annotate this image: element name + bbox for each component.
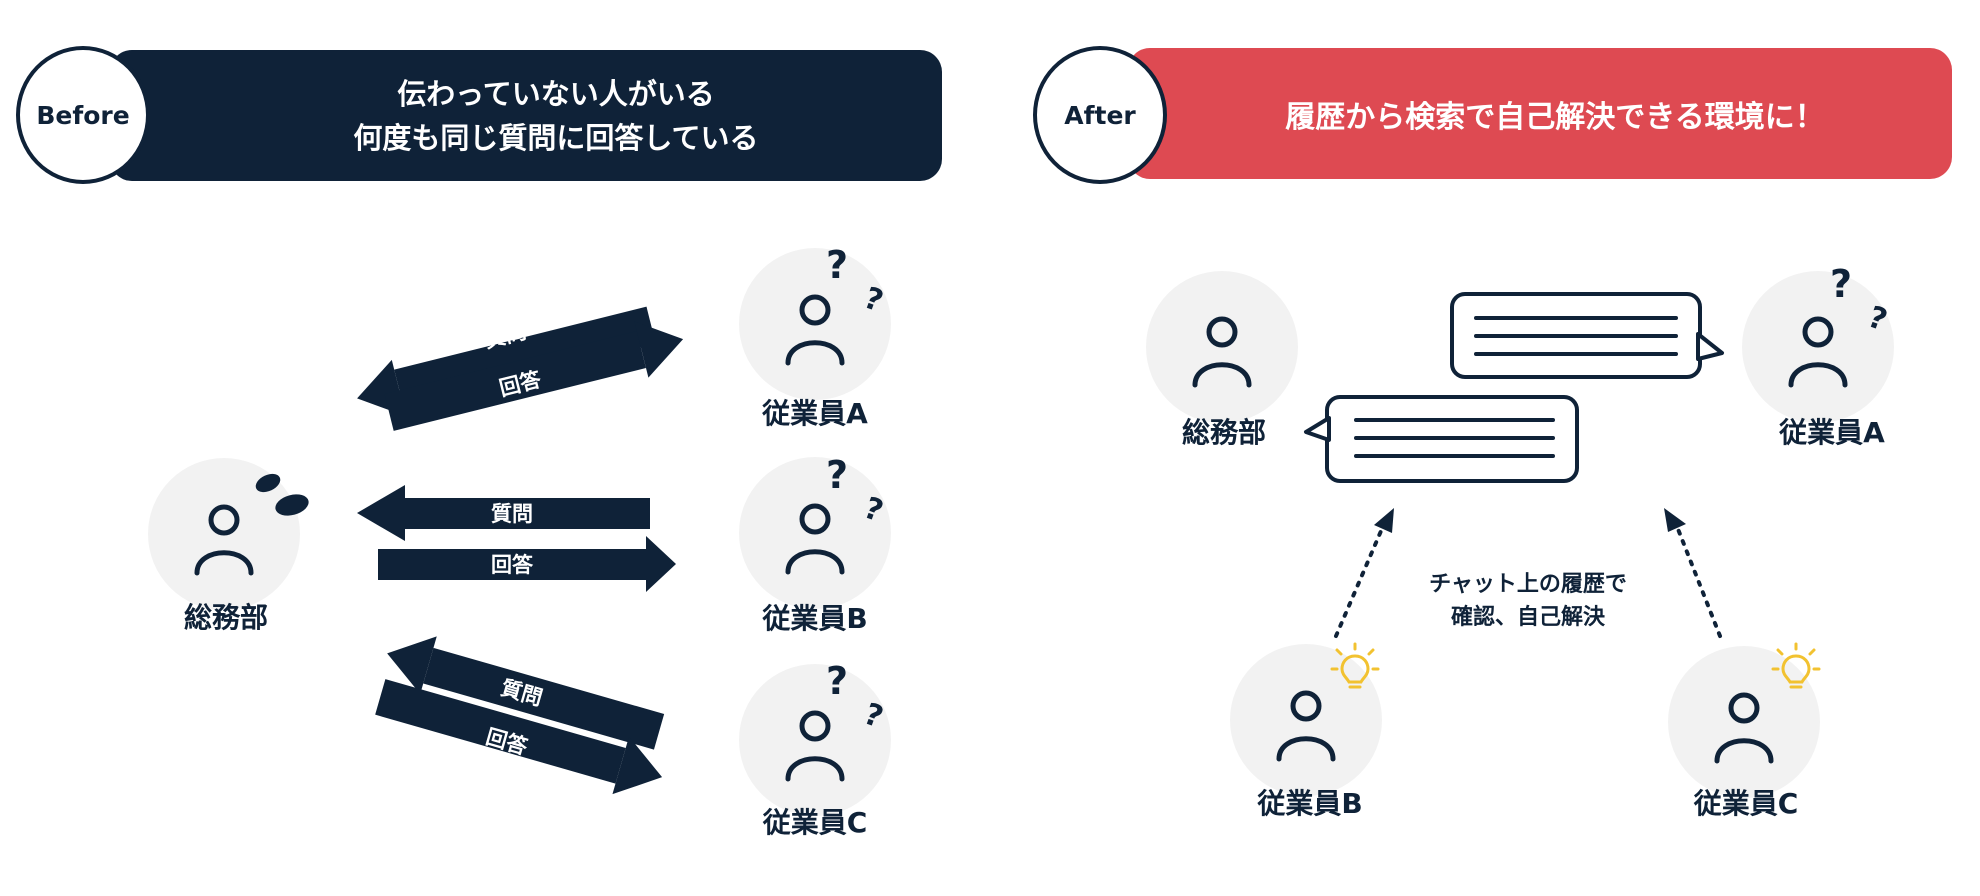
after-note: チャット上の履歴で 確認、自己解決 — [1429, 568, 1627, 634]
after-note-line-1: チャット上の履歴で — [1429, 572, 1627, 597]
answer-arrow-c — [375, 679, 663, 795]
before-title-banner: 伝わっていない人がいる 何度も同じ質問に回答している — [110, 50, 942, 181]
after-employee-c-label: 従業員C — [1693, 787, 1799, 820]
answer-label-b: 回答 — [491, 553, 533, 577]
after-title: 履歴から検索で自己解決できる環境に！ — [1285, 99, 1825, 135]
before-title-line-2: 何度も同じ質問に回答している — [353, 120, 759, 155]
after-center-label: 総務部 — [1181, 416, 1267, 449]
avatar-after-c — [1668, 642, 1821, 798]
after-note-line-2: 確認、自己解決 — [1450, 605, 1605, 630]
question-arrow-c — [387, 636, 665, 750]
avatar-before-a — [739, 243, 891, 400]
after-employee-a-label: 従業員A — [1779, 416, 1885, 449]
question-arrow-b — [357, 485, 650, 541]
avatar-after-a — [1742, 262, 1894, 423]
answer-arrow-b — [378, 536, 676, 592]
dotted-arrow-icon — [1334, 508, 1394, 638]
chat-bubble-icon — [1304, 395, 1579, 483]
question-label-b: 質問 — [491, 502, 533, 526]
after-badge: After — [1033, 46, 1167, 184]
avatar-before-c — [739, 659, 891, 816]
avatar-before-b — [739, 453, 891, 609]
avatar-before-center — [148, 458, 309, 610]
dotted-arrow-icon — [1664, 508, 1722, 638]
sweat-drops-icon — [255, 473, 309, 516]
before-employee-b-label: 従業員B — [762, 602, 868, 635]
chat-bubble-icon — [1450, 292, 1724, 379]
after-title-banner: 履歴から検索で自己解決できる環境に！ — [1128, 48, 1952, 179]
before-center-label: 総務部 — [183, 601, 269, 634]
before-badge: Before — [16, 46, 150, 184]
after-employee-b-label: 従業員B — [1257, 787, 1363, 820]
avatar-after-b — [1230, 642, 1382, 796]
before-employee-a-label: 従業員A — [762, 397, 868, 430]
before-title-line-1: 伝わっていない人がいる — [397, 76, 715, 111]
before-employee-c-label: 従業員C — [762, 806, 868, 839]
avatar-after-center — [1146, 271, 1298, 423]
answer-arrow-a — [384, 321, 684, 431]
